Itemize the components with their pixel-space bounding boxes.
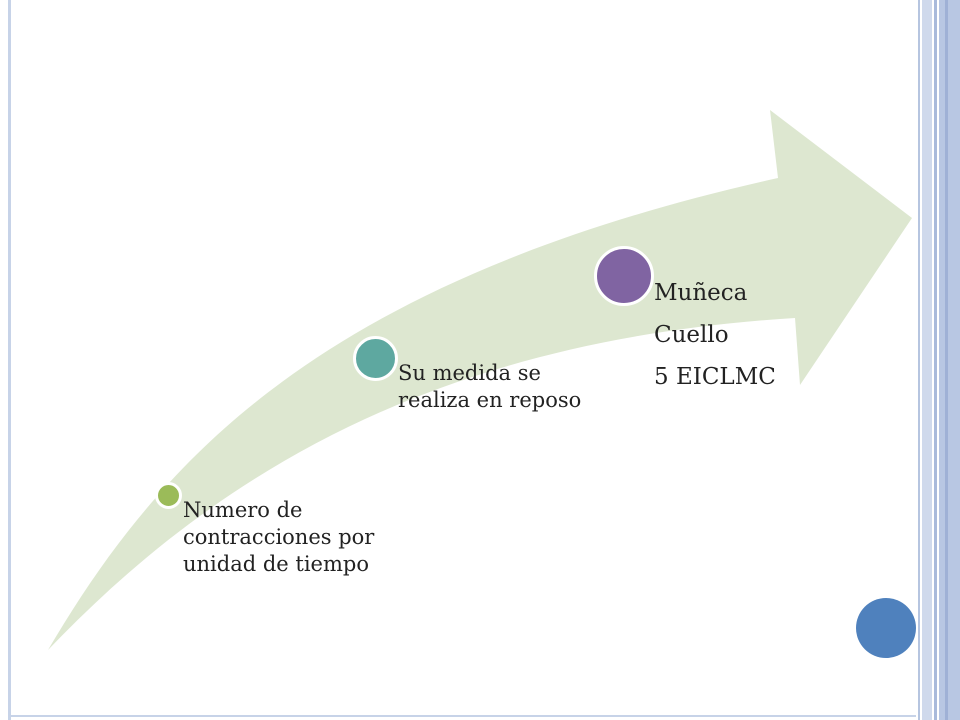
corner-circle-decoration <box>856 598 916 658</box>
slide-frame-left <box>8 0 11 720</box>
step-3-item: 5 EICLMC <box>654 364 776 390</box>
step-3-list: Muñeca Cuello 5 EICLMC <box>654 274 776 400</box>
slide-frame-bottom <box>10 715 916 717</box>
curved-arrow-shape <box>48 110 912 650</box>
step-3-item: Muñeca <box>654 280 748 306</box>
slide-side-band <box>918 0 960 720</box>
step-2-label: Su medida se realiza en reposo <box>398 361 582 412</box>
step-1-marker <box>155 482 182 509</box>
step-3-item: Cuello <box>654 322 729 348</box>
step-3-marker <box>594 246 654 306</box>
step-2-marker <box>353 336 398 381</box>
step-1-label: Numero de contracciones por unidad de ti… <box>183 498 375 576</box>
